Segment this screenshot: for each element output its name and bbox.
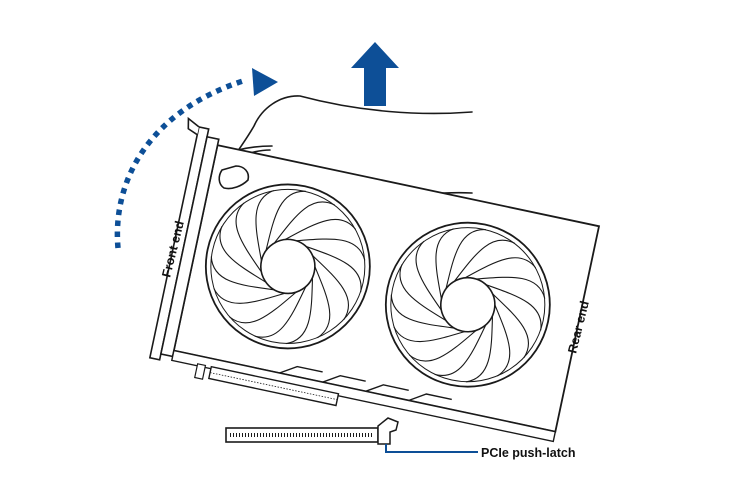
curved-dotted-arrow-icon <box>114 68 278 249</box>
latch-label: PCIe push-latch <box>481 446 575 460</box>
pcie-slot <box>225 427 379 443</box>
io-bracket <box>148 116 220 361</box>
graphics-card <box>148 116 601 443</box>
fan-right <box>384 221 551 388</box>
pcb-bottom <box>170 349 557 443</box>
hand-fingers <box>218 165 250 190</box>
arrow-up-icon <box>351 42 399 106</box>
latch-leader-line <box>385 444 478 453</box>
pcie-push-latch <box>377 417 399 445</box>
pcie-edge-connector <box>194 363 340 407</box>
fan-left <box>204 183 371 350</box>
heatsink-fins <box>279 365 452 402</box>
